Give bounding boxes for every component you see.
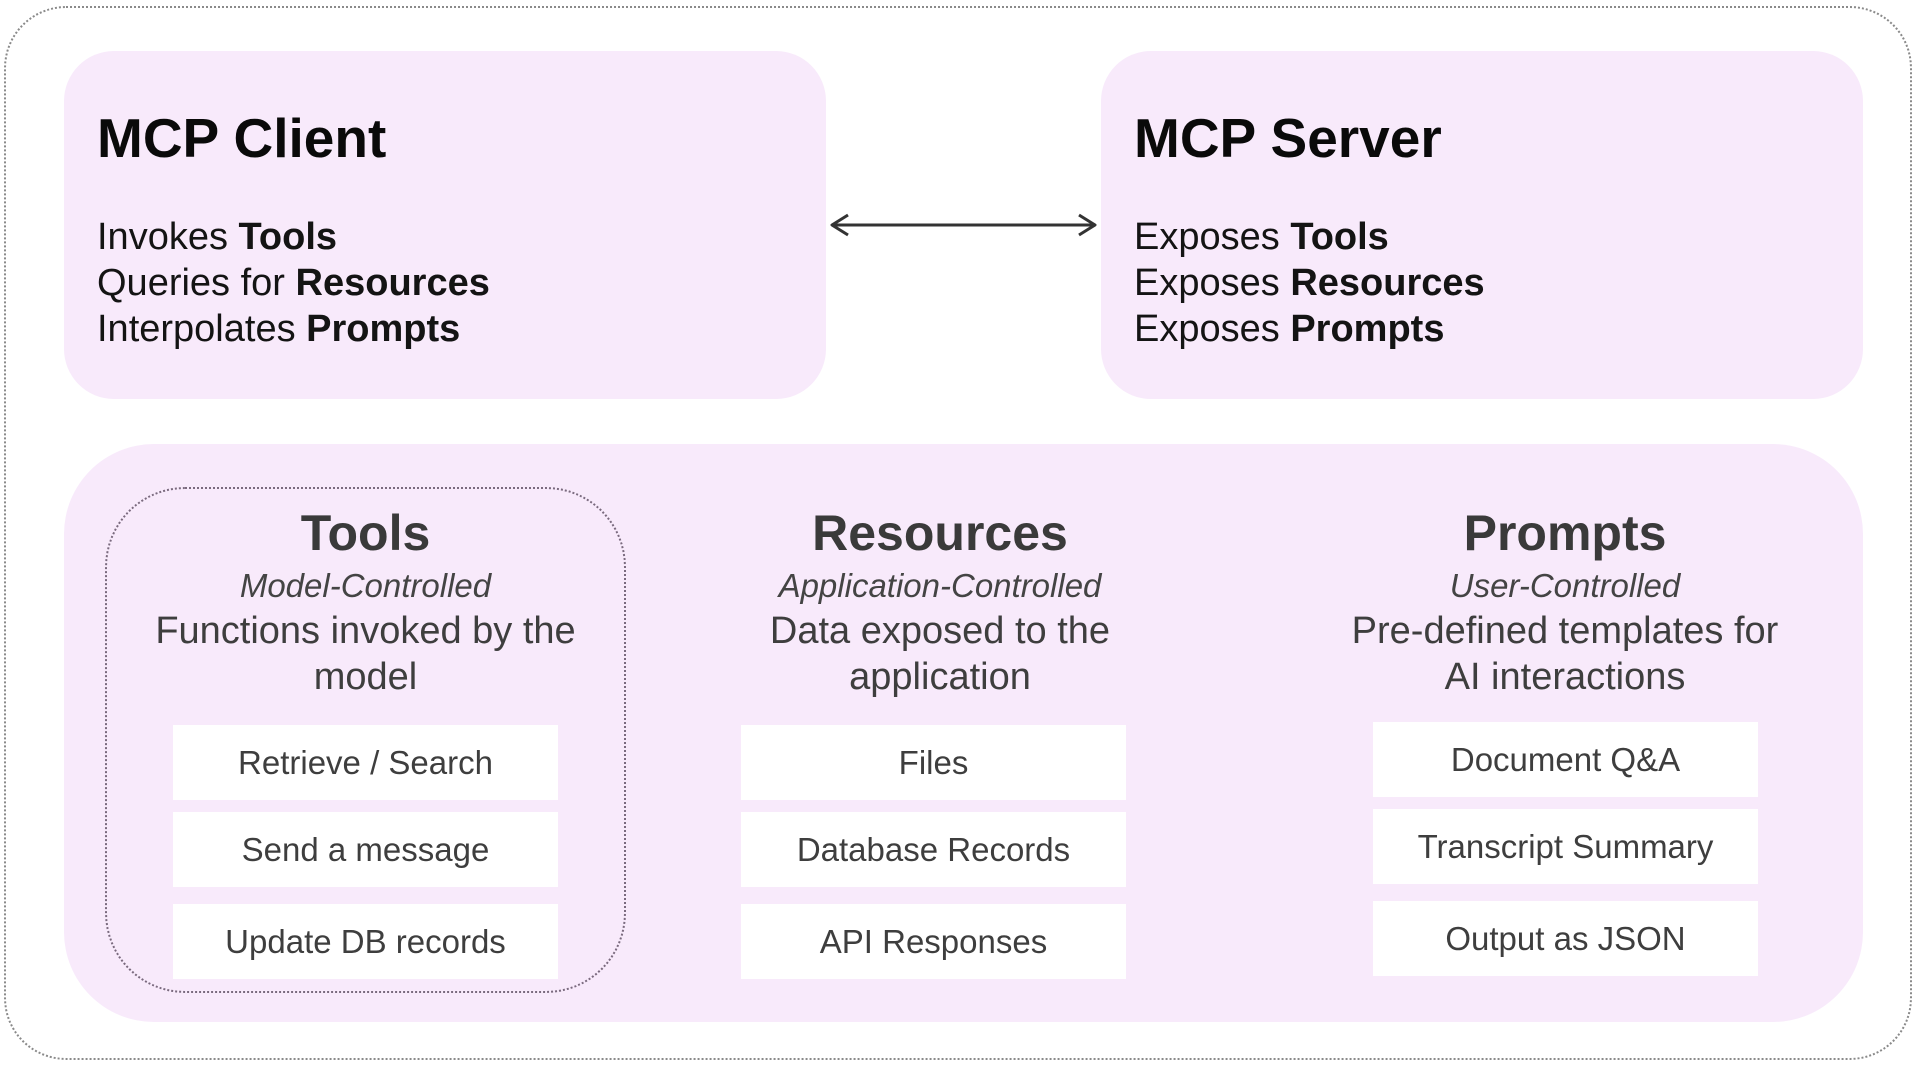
resources-title: Resources [812,505,1068,561]
client-line-tools: Invokes Tools [97,216,338,258]
tools-description: Functions invoked by the model [155,610,576,698]
resource-item-files: Files [741,725,1126,800]
mcp-client-capabilities: Invokes Tools Queries for Resources Inte… [97,214,490,352]
client-line-resources: Queries for Resources [97,262,490,304]
prompt-item-transcript-summary: Transcript Summary [1373,809,1758,884]
bidirectional-arrow [830,213,1097,237]
tool-item-send-message: Send a message [173,812,558,887]
server-line-prompts: Exposes Prompts [1134,308,1445,350]
resources-column: Resources Application-Controlled Data ex… [700,500,1180,700]
tools-column: Tools Model-Controlled Functions invoked… [105,500,626,700]
tools-control: Model-Controlled [239,567,492,604]
prompts-column: Prompts User-Controlled Pre-defined temp… [1300,500,1830,700]
prompts-title: Prompts [1463,505,1667,561]
prompt-item-output-json: Output as JSON [1373,901,1758,976]
mcp-server-title: MCP Server [1134,107,1442,169]
mcp-server-capabilities: Exposes Tools Exposes Resources Exposes … [1134,214,1485,352]
mcp-server-box: MCP Server Exposes Tools Exposes Resourc… [1101,51,1863,399]
tool-item-update-db: Update DB records [173,904,558,979]
tools-highlight-frame [105,487,626,993]
tools-title: Tools [300,505,431,561]
server-line-resources: Exposes Resources [1134,262,1485,304]
resource-item-api-responses: API Responses [741,904,1126,979]
prompts-description: Pre-defined templates for AI interaction… [1351,610,1779,698]
mcp-client-title: MCP Client [97,107,387,169]
resources-control: Application-Controlled [778,567,1102,604]
prompts-control: User-Controlled [1449,567,1681,604]
mcp-client-box: MCP Client Invokes Tools Queries for Res… [64,51,826,399]
server-line-tools: Exposes Tools [1134,216,1389,258]
prompt-item-document-qa: Document Q&A [1373,722,1758,797]
outer-frame [4,6,1912,1060]
resource-item-database-records: Database Records [741,812,1126,887]
resources-description: Data exposed to the application [769,610,1111,698]
client-line-prompts: Interpolates Prompts [97,308,461,350]
tool-item-retrieve-search: Retrieve / Search [173,725,558,800]
